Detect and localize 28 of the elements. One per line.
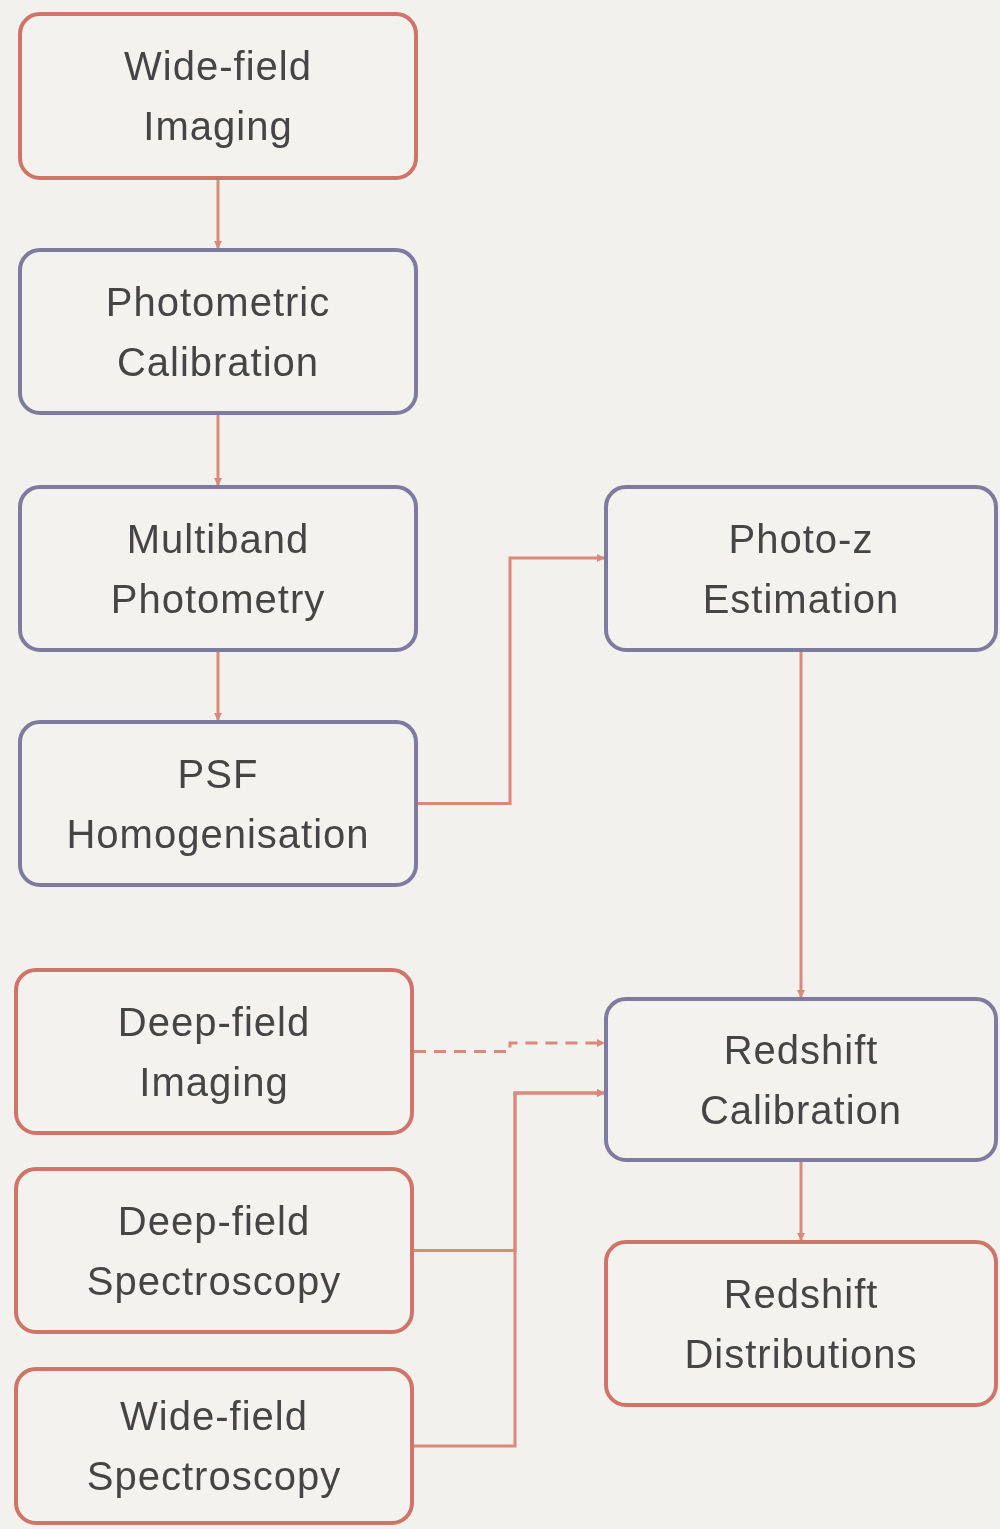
arrow <box>418 554 605 805</box>
arrow <box>414 1039 605 1053</box>
arrow <box>414 1089 605 1448</box>
arrow <box>214 652 222 721</box>
box-label: Redshift Calibration <box>698 1026 904 1134</box>
process-box <box>18 12 418 180</box>
box-label: Multiband Photometry <box>109 515 327 623</box>
process-box <box>18 248 418 415</box>
box-label: PSF Homogenisation <box>65 750 371 858</box>
process-box <box>604 485 998 652</box>
arrow <box>797 652 805 998</box>
box-label: Photo-z Estimation <box>701 515 901 623</box>
box-label: Deep-field Imaging <box>116 998 312 1106</box>
box-label: Photometric Calibration <box>104 278 332 386</box>
process-box <box>18 485 418 652</box>
process-box <box>604 997 998 1162</box>
box-label: Wide-field Imaging <box>123 43 313 150</box>
arrow <box>214 415 222 486</box>
process-box <box>604 1240 998 1407</box>
process-box <box>14 968 414 1135</box>
process-box <box>18 720 418 887</box>
process-box <box>14 1367 414 1525</box>
box-label: Redshift Distributions <box>683 1270 919 1378</box>
arrow <box>797 1162 805 1241</box>
arrow <box>214 180 222 249</box>
box-label: Wide-field Spectroscopy <box>85 1393 343 1500</box>
process-box <box>14 1167 414 1334</box>
box-label: Deep-field Spectroscopy <box>85 1197 343 1305</box>
